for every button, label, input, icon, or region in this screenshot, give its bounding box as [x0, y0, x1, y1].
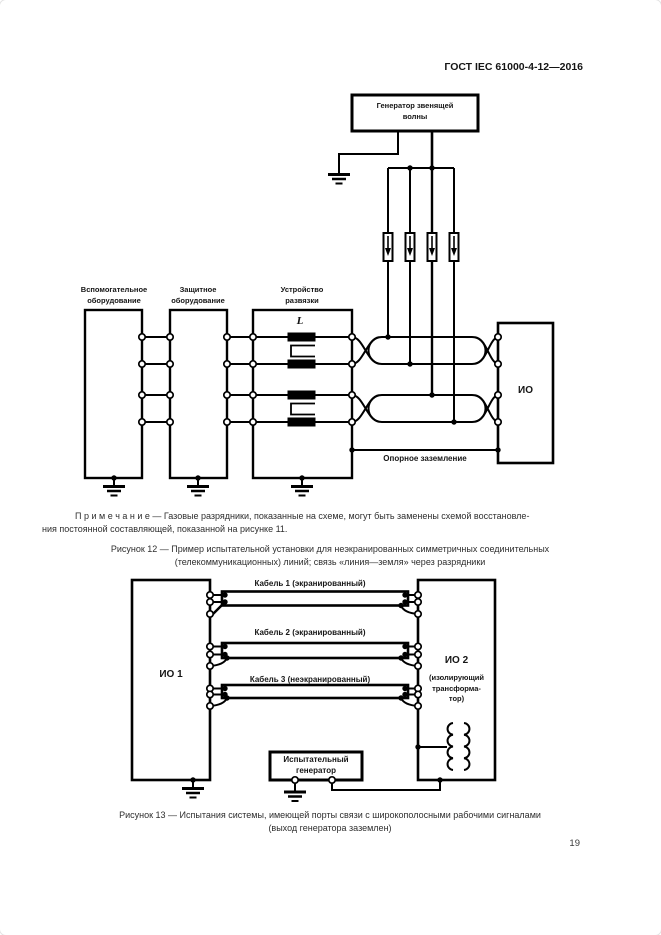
- ground-icon: [101, 476, 127, 497]
- gas-arrester-icon: [426, 232, 438, 262]
- gas-arrester-icon: [404, 232, 416, 262]
- eut2-box: [416, 578, 497, 782]
- gas-arrester-icon: [382, 232, 394, 262]
- cable1: [210, 590, 419, 617]
- bus-terminals: [205, 590, 423, 711]
- figure13-caption-line2: (выход генератора заземлен): [268, 822, 392, 833]
- figure13-caption-line1: Рисунок 13 — Испытания системы, имеющей …: [119, 810, 541, 820]
- eut2-sublabel: (изолирующий трансформа- тор): [428, 673, 485, 703]
- ringing-wave-generator-box: [350, 93, 480, 133]
- decoupling-device-label: Устройство развязки: [280, 285, 324, 305]
- ground-icon: [185, 476, 211, 497]
- ground-icon: [180, 778, 206, 799]
- eut2-label: ИО 2: [444, 655, 469, 666]
- cable3-label: Кабель 3 (неэкранированный): [249, 674, 371, 684]
- line-wires: [142, 336, 352, 423]
- eut1-label: ИО 1: [159, 669, 183, 680]
- twisted-pair-1: [351, 336, 499, 365]
- note-line1: П р и м е ч а н и е — Газовые разрядники…: [75, 511, 530, 521]
- cable1-label: Кабель 1 (экранированный): [254, 578, 366, 588]
- cable2: [209, 641, 419, 667]
- test-generator-label: Испытательный генератор: [283, 755, 349, 775]
- inductor-label: L: [296, 317, 304, 327]
- ground-icon: [326, 164, 352, 185]
- figure13-diagram: [130, 578, 497, 803]
- figure12-caption-line1: Рисунок 12 — Пример испытательной устано…: [110, 544, 550, 554]
- ringing-wave-generator-label: Генератор звенящей волны: [376, 101, 454, 121]
- generator-output-wire: [331, 781, 441, 791]
- standard-header: ГОСТ IEC 61000-4-12—2016: [444, 61, 583, 73]
- cable2-label: Кабель 2 (экранированный): [254, 627, 366, 637]
- twisted-pair-2: [351, 394, 499, 423]
- test-generator-box: [268, 750, 364, 782]
- reference-ground-label: Опорное заземление: [383, 454, 467, 463]
- gas-arrester-bank: [382, 168, 460, 422]
- decoupling-inductors: [287, 332, 316, 427]
- protective-equipment-box: [168, 308, 229, 480]
- cable3: [209, 683, 419, 707]
- isolating-transformer-icon: [414, 722, 471, 771]
- figure12-caption-line2: (телекоммуникационных) линий; связь «лин…: [174, 556, 486, 567]
- auxiliary-equipment-label: Вспомогательное оборудование: [80, 285, 148, 305]
- note-line2: ния постоянной составляющей, показанной …: [42, 523, 288, 534]
- terminals: [137, 332, 503, 427]
- ground-icon: [282, 782, 308, 803]
- gas-arrester-icon: [448, 232, 460, 262]
- figure12-diagram: [83, 93, 555, 497]
- eut-label: ИО: [518, 385, 533, 396]
- ground-icon: [289, 476, 315, 497]
- eut1-box: [130, 578, 212, 782]
- generator-ground-wire: [338, 131, 399, 166]
- protective-equipment-label: Защитное оборудование: [171, 285, 225, 305]
- page-number: 19: [569, 838, 580, 849]
- auxiliary-equipment-box: [83, 308, 144, 480]
